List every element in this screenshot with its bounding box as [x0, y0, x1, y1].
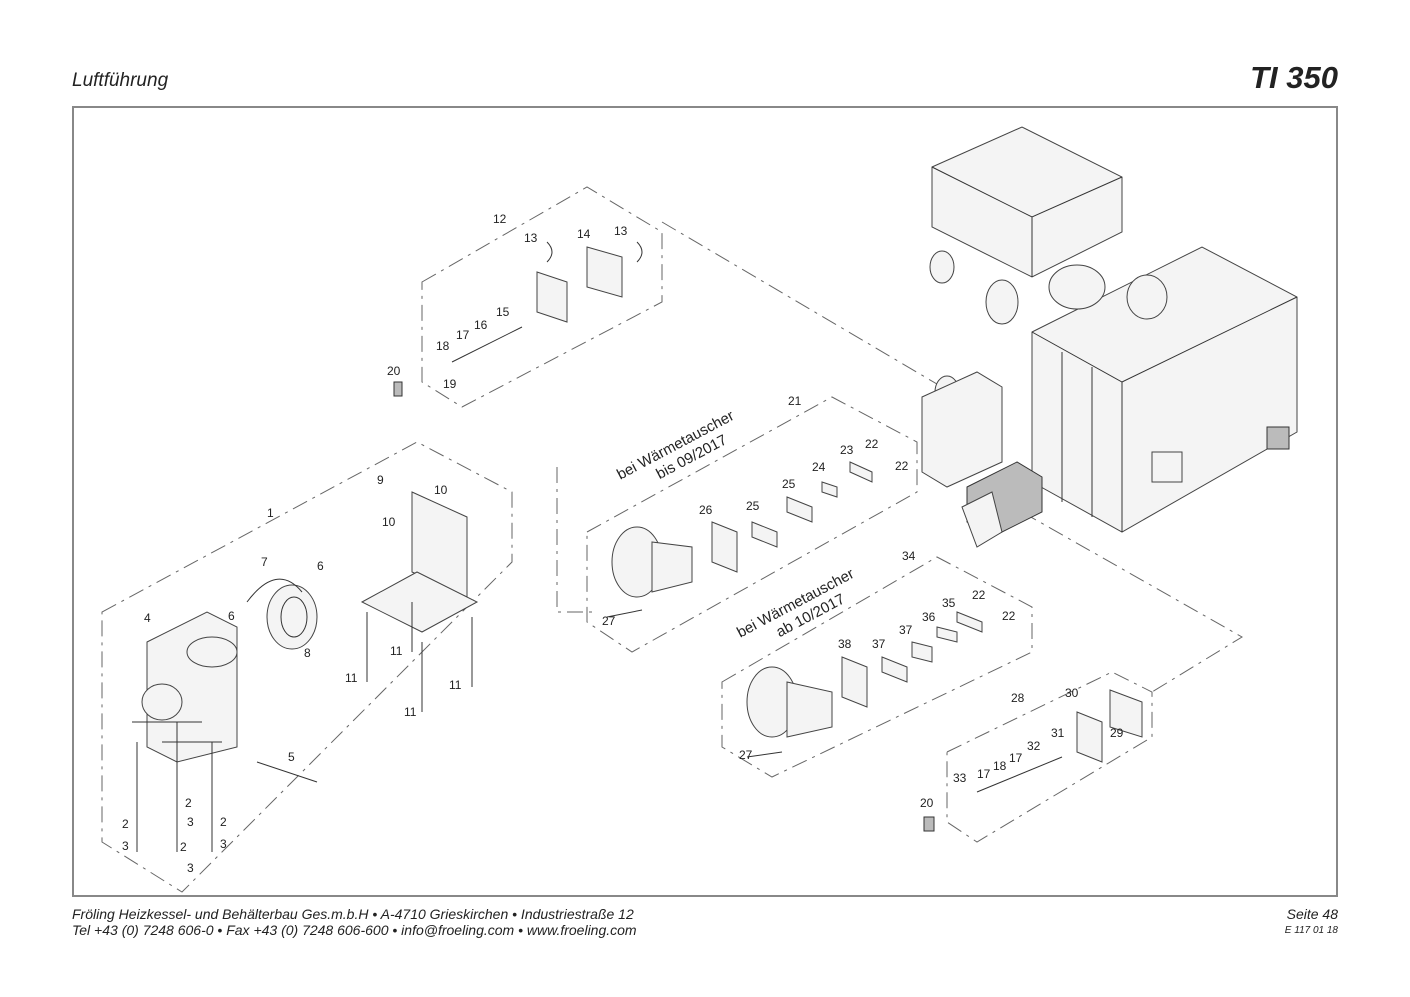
- callout: 24: [812, 460, 826, 474]
- callout: 22: [865, 437, 879, 451]
- callout: 15: [496, 305, 510, 319]
- callout: 14: [577, 227, 591, 241]
- callout: 11: [390, 644, 403, 658]
- page-title: Luftführung: [72, 70, 169, 91]
- nozzle-assembly-21: [606, 461, 873, 618]
- callout: 10: [382, 515, 396, 529]
- callout: 31: [1051, 726, 1065, 740]
- callout: 17: [1009, 751, 1023, 765]
- callout: 3: [187, 815, 194, 829]
- callout: 2: [185, 796, 192, 810]
- flange-ring-8: [246, 578, 318, 650]
- group-outline-21: [586, 396, 918, 653]
- fan-assembly-12: [393, 241, 643, 397]
- page-number: Seite 48: [1286, 906, 1338, 922]
- callout: 7: [261, 555, 268, 569]
- callout: 10: [434, 483, 448, 497]
- exploded-parts-drawing: bei Wärmetauscher bis 09/2017 bei Wärmet…: [101, 126, 1298, 893]
- callout: 28: [1011, 691, 1025, 705]
- callout: 17: [456, 328, 470, 342]
- callout: 3: [220, 837, 227, 851]
- callout: 38: [838, 637, 852, 651]
- callout: 29: [1110, 726, 1124, 740]
- callout: 2: [122, 817, 129, 831]
- callout: 17: [977, 767, 991, 781]
- callout: 27: [602, 614, 616, 628]
- callout: 34: [902, 549, 916, 563]
- callout: 2: [180, 840, 187, 854]
- group-outline-34: [721, 556, 1033, 778]
- callout: 13: [524, 231, 538, 245]
- callout: 22: [1002, 609, 1016, 623]
- callout: 1: [267, 506, 274, 520]
- callout: 32: [1027, 739, 1041, 753]
- callout: 13: [614, 224, 628, 238]
- callout: 26: [699, 503, 713, 517]
- nozzle-assembly-34: [746, 611, 983, 758]
- callout: 9: [377, 473, 384, 487]
- callout: 6: [228, 609, 235, 623]
- callout: 36: [922, 610, 936, 624]
- callout: 23: [840, 443, 854, 457]
- rod-5: [256, 761, 318, 783]
- air-damper-4: [132, 611, 238, 852]
- callout: 2: [220, 815, 227, 829]
- callout: 37: [872, 637, 886, 651]
- callout: 16: [474, 318, 488, 332]
- callout: 22: [895, 459, 909, 473]
- callout: 25: [782, 477, 796, 491]
- callout: 18: [993, 759, 1007, 773]
- callout: 6: [317, 559, 324, 573]
- callout: 3: [187, 861, 194, 875]
- callout: 5: [288, 750, 295, 764]
- callout: 8: [304, 646, 311, 660]
- group-outline-1: [101, 441, 513, 893]
- callout: 27: [739, 748, 753, 762]
- callout: 37: [899, 623, 913, 637]
- callout: 18: [436, 339, 450, 353]
- callout: 3: [122, 839, 129, 853]
- callout: 20: [387, 364, 401, 378]
- callout: 20: [920, 796, 934, 810]
- group-outline-12: [421, 186, 663, 408]
- callout: 25: [746, 499, 760, 513]
- callout: 30: [1065, 686, 1079, 700]
- footer-contact: Tel +43 (0) 7248 606-0 • Fax +43 (0) 724…: [72, 922, 637, 938]
- footer-address: Fröling Heizkessel- und Behälterbau Ges.…: [72, 906, 634, 922]
- bracket-plate-9: [360, 491, 479, 712]
- callout: 11: [404, 705, 417, 719]
- model-name: TI 350: [1250, 60, 1338, 95]
- callout: 11: [449, 678, 462, 692]
- callout: 33: [953, 771, 967, 785]
- callout: 22: [972, 588, 986, 602]
- callout: 35: [942, 596, 956, 610]
- boiler-assembly: [921, 126, 1298, 548]
- callout: 4: [144, 611, 151, 625]
- connector-line-a: [556, 221, 1243, 693]
- document-number: E 117 01 18: [1284, 925, 1338, 936]
- callout: 11: [345, 671, 358, 685]
- callout: 12: [493, 212, 507, 226]
- fan-assembly-28: [923, 689, 1143, 832]
- callout: 19: [443, 377, 457, 391]
- variant-label-old: bei Wärmetauscher bis 09/2017: [614, 407, 737, 483]
- drawing-frame: bei Wärmetauscher bis 09/2017 bei Wärmet…: [72, 106, 1338, 897]
- callout: 21: [788, 394, 802, 408]
